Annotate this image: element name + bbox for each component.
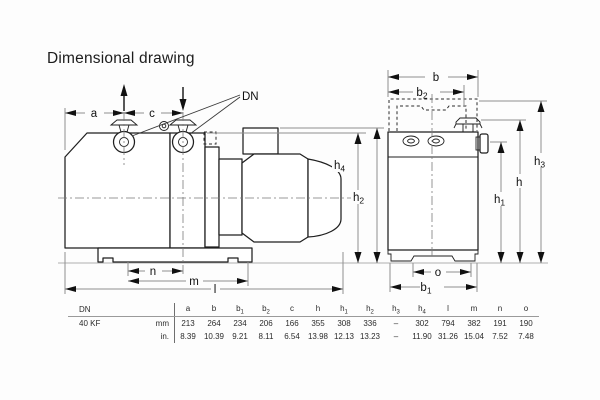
page-title: Dimensional drawing	[47, 50, 195, 67]
dim-label-m: m	[189, 276, 199, 288]
col-header-n: n	[487, 303, 513, 317]
motor-terminal-box	[242, 127, 279, 155]
pump-front-view	[387, 94, 489, 262]
dim-label-h: h	[516, 177, 522, 189]
col-header-h4: h4	[409, 303, 435, 317]
intake-flow-arrow-icon	[120, 84, 128, 111]
handle-outline	[388, 98, 478, 131]
dim-label-b: b	[433, 72, 439, 84]
dimension-table: DN a b b1 b2 c h h1 h2 h3 h4 l m n o 40 …	[68, 303, 539, 343]
col-header-b: b	[201, 303, 227, 317]
dim-label-b1: b1	[420, 282, 431, 296]
dn-leader-line	[189, 96, 241, 135]
col-header-b1: b1	[227, 303, 253, 317]
dim-label-a: a	[91, 108, 98, 120]
col-header-o: o	[513, 303, 539, 317]
dim-label-l: l	[214, 284, 217, 296]
gas-ballast-knob	[475, 133, 489, 154]
table-corner-dn: DN	[68, 303, 135, 317]
table-row-mm: 40 KF mm 213 264 234 206 166 355 308 336…	[68, 316, 539, 330]
col-header-c: c	[279, 303, 305, 317]
dim-label-h2: h2	[353, 192, 364, 206]
dim-label-o: o	[435, 267, 441, 279]
front-view-dimensions: b b2 o b1	[387, 70, 552, 296]
coupling-housing-outline	[218, 158, 243, 236]
pump-side-view: DN	[58, 84, 548, 277]
dim-label-b2: b2	[416, 87, 427, 101]
side-view-dimensions: a c n m	[64, 108, 384, 296]
motor-bell-outline	[307, 158, 342, 238]
dim-label-n: n	[150, 266, 156, 278]
dim-label-h1: h1	[494, 194, 505, 208]
dn-leader-line	[131, 94, 241, 137]
col-header-h3: h3	[383, 303, 409, 317]
col-header-b2: b2	[253, 303, 279, 317]
front-body-outline	[387, 131, 479, 251]
flange-disc-outline	[204, 146, 220, 248]
dn-port-label: DN	[242, 91, 259, 103]
flange-size-label: 40 KF	[79, 319, 101, 328]
table-header-row: DN a b b1 b2 c h h1 h2 h3 h4 l m n o	[68, 303, 539, 317]
dim-label-h3: h3	[534, 156, 545, 170]
col-header-a: a	[174, 303, 201, 317]
front-exhaust-flange	[453, 117, 483, 133]
exhaust-flow-arrow-icon	[179, 87, 187, 111]
front-base-outline	[387, 250, 479, 262]
unit-in: in.	[135, 330, 175, 343]
col-header-m: m	[461, 303, 487, 317]
table-unit-header	[135, 303, 175, 317]
col-header-h2: h2	[357, 303, 383, 317]
dim-label-c: c	[149, 108, 155, 120]
col-header-h1: h1	[331, 303, 357, 317]
hidden-port-outline	[203, 131, 217, 145]
base-foot-outline	[97, 247, 253, 263]
dim-label-h4: h4	[334, 160, 345, 174]
table-row-in: in. 8.39 10.39 9.21 8.11 6.54 13.98 12.1…	[68, 330, 539, 343]
unit-mm: mm	[135, 316, 175, 330]
col-header-h: h	[305, 303, 331, 317]
col-header-l: l	[435, 303, 461, 317]
sight-glass-bosses	[402, 135, 445, 147]
